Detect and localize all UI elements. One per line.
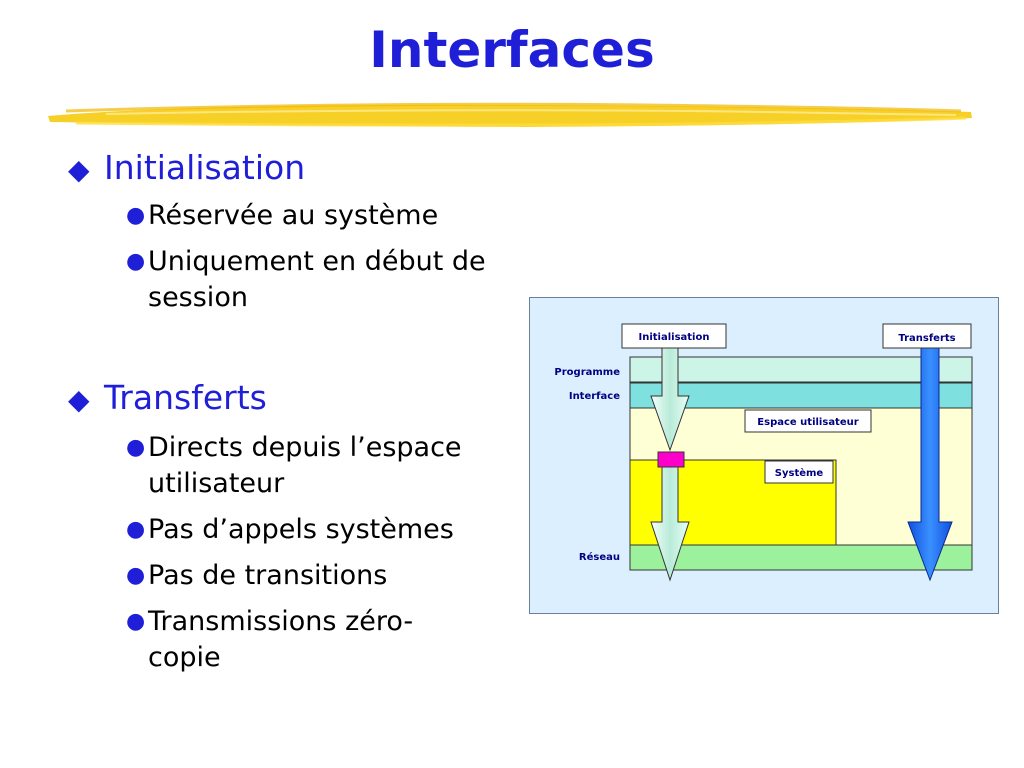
list-item: ● Directs depuis l’espace utilisateur: [126, 432, 462, 499]
dot-icon: ●: [126, 563, 146, 588]
systeme-label: Système: [775, 467, 824, 479]
dot-icon: ●: [126, 203, 146, 228]
section-heading-initialisation: ◆Initialisation: [68, 148, 306, 187]
dot-icon: ●: [126, 249, 146, 274]
espace-utilisateur-label: Espace utilisateur: [757, 417, 858, 428]
initialisation-label: Initialisation: [639, 332, 710, 343]
reseau-label: Réseau: [579, 551, 620, 563]
dot-icon: ●: [126, 609, 146, 634]
transferts-arrow: [907, 346, 953, 582]
list-item: ● Réservée au système: [126, 198, 486, 234]
initialisation-arrow: [650, 346, 690, 582]
connector-icon: [657, 451, 685, 468]
list-item: ● Pas de transitions: [126, 558, 506, 594]
dot-icon: ●: [126, 517, 146, 542]
diamond-icon: ◆: [68, 153, 90, 186]
reseau-layer: [629, 544, 973, 571]
programme-label: Programme: [554, 367, 620, 378]
list-item: ● Transmissions zéro-copie: [126, 606, 414, 673]
dot-icon: ●: [126, 435, 146, 460]
architecture-diagram: Programme Interface Réseau Espace utilis…: [529, 297, 999, 614]
programme-layer: [629, 356, 973, 383]
section-heading-transferts: ◆Transferts: [68, 378, 267, 417]
diamond-icon: ◆: [68, 383, 90, 416]
list-item: ● Pas d’appels systèmes: [126, 512, 506, 548]
title-underline-icon: [48, 102, 972, 127]
interface-label: Interface: [569, 391, 620, 402]
slide-title: Interfaces: [369, 21, 655, 79]
transferts-label: Transferts: [898, 333, 955, 344]
list-item: ● Uniquement en début de session: [126, 246, 486, 313]
